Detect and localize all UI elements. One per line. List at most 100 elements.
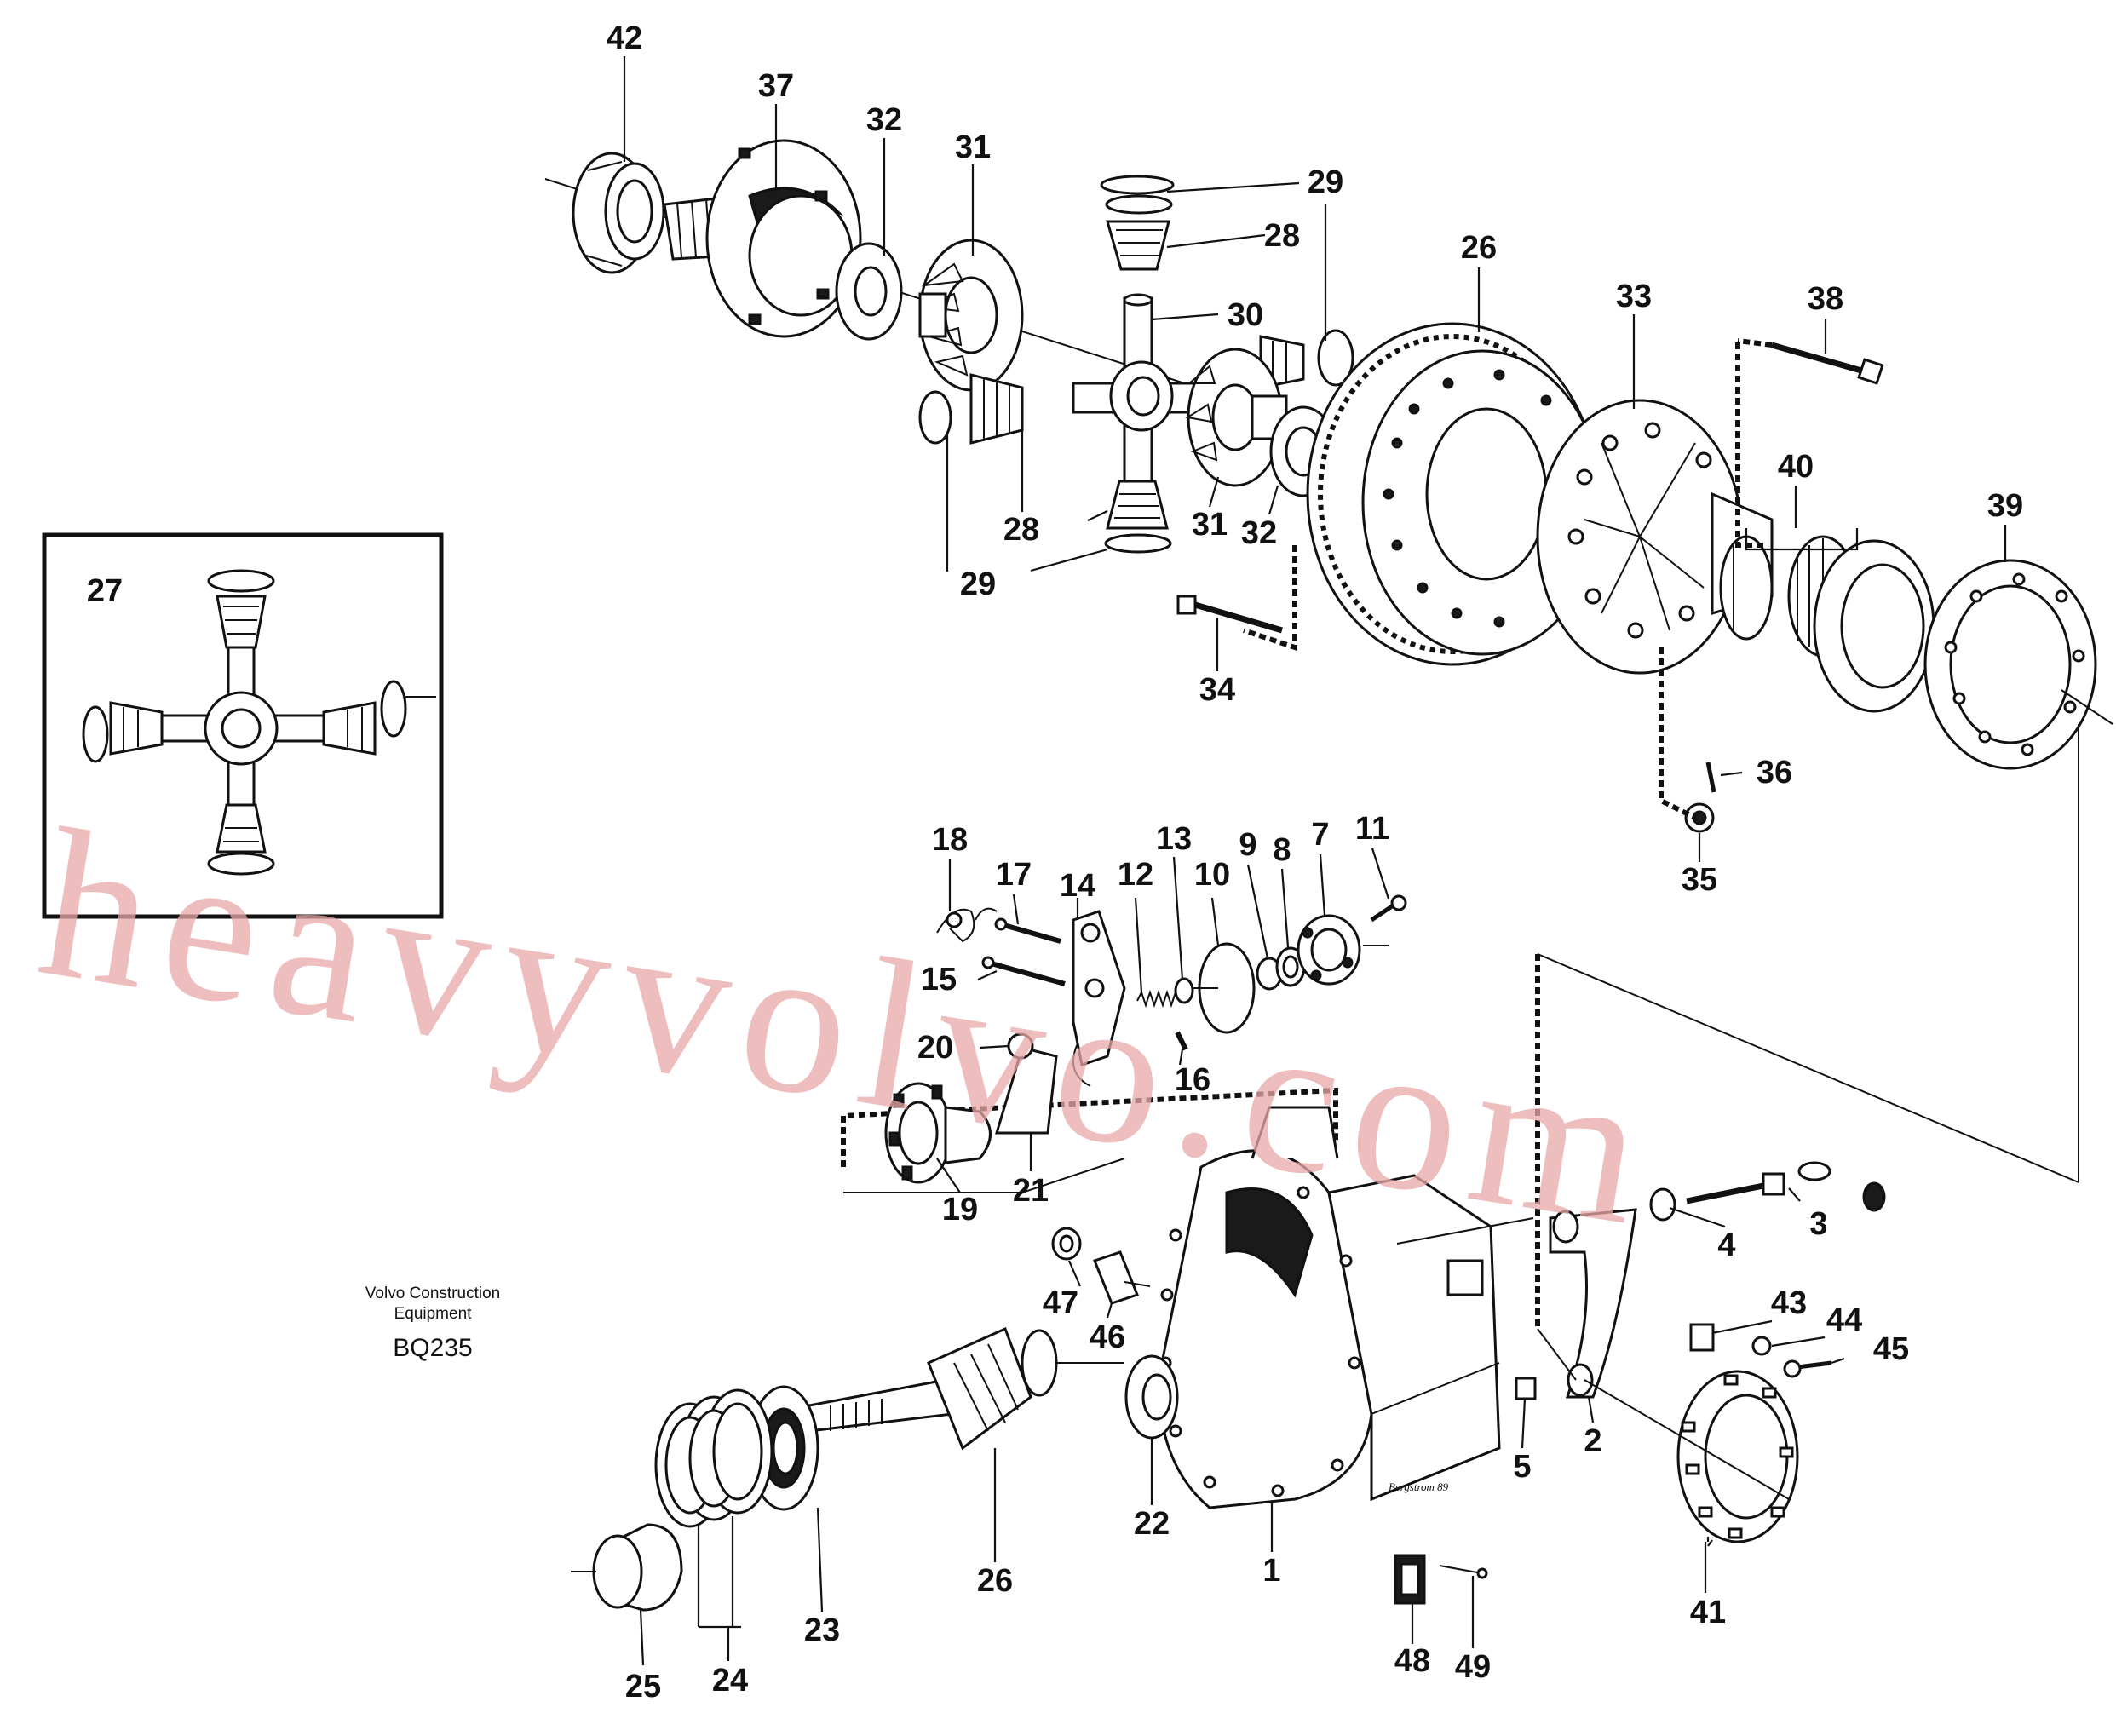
label-31b: 31 bbox=[1192, 507, 1228, 543]
label-29a: 29 bbox=[1308, 164, 1343, 200]
part-31-side-gear bbox=[918, 239, 1024, 392]
part-11-screw bbox=[1370, 894, 1407, 923]
part-37-diff-case-half bbox=[663, 139, 862, 338]
part-46-plug bbox=[1093, 1250, 1151, 1305]
label-45: 45 bbox=[1873, 1331, 1909, 1367]
label-17: 17 bbox=[996, 857, 1032, 893]
part-28-pinion-top bbox=[1100, 175, 1175, 271]
label-33: 33 bbox=[1616, 279, 1652, 314]
label-47: 47 bbox=[1043, 1285, 1078, 1321]
leader-lines bbox=[623, 56, 2007, 1666]
label-15: 15 bbox=[921, 962, 957, 997]
label-13: 13 bbox=[1156, 821, 1192, 857]
label-19: 19 bbox=[942, 1192, 978, 1227]
drawing-signature: Bergstrom 89 bbox=[1389, 1480, 1449, 1493]
label-10: 10 bbox=[1194, 857, 1230, 893]
label-8: 8 bbox=[1273, 832, 1291, 868]
label-44: 44 bbox=[1826, 1302, 1862, 1338]
label-5: 5 bbox=[1513, 1449, 1531, 1485]
differential-lower-assembly: Bergstrom 89 bbox=[571, 953, 2079, 1612]
label-1: 1 bbox=[1262, 1553, 1280, 1589]
label-24: 24 bbox=[712, 1663, 748, 1699]
label-22: 22 bbox=[1134, 1506, 1170, 1542]
part-35-nut bbox=[1684, 802, 1715, 833]
label-23: 23 bbox=[804, 1612, 840, 1648]
part-12-spring bbox=[1136, 989, 1176, 1009]
part-19-shift-sleeve bbox=[884, 1082, 992, 1184]
part-28-pinion-left bbox=[918, 373, 1024, 445]
label-11: 11 bbox=[1355, 811, 1389, 847]
part-16-pin bbox=[1175, 1031, 1188, 1051]
label-29b: 29 bbox=[960, 566, 996, 602]
label-26b: 26 bbox=[977, 1563, 1013, 1599]
callout-numbers: 42 37 32 31 29 28 30 26 33 38 40 39 28 3… bbox=[607, 20, 2023, 1704]
label-49: 49 bbox=[1455, 1649, 1491, 1685]
label-39: 39 bbox=[1987, 488, 2023, 524]
label-14: 14 bbox=[1060, 868, 1095, 904]
part-1-axle-housing bbox=[1157, 1106, 1501, 1509]
part-15-pin bbox=[981, 956, 1066, 986]
label-21: 21 bbox=[1013, 1173, 1049, 1209]
part-10-diaphragm bbox=[1193, 942, 1256, 1034]
caption-line-1: Volvo Construction bbox=[365, 1285, 500, 1302]
label-28a: 28 bbox=[1264, 218, 1300, 254]
label-28b: 28 bbox=[1003, 512, 1039, 548]
label-inset: 27 bbox=[87, 573, 123, 609]
inset-spider-assembly: 27 bbox=[42, 532, 444, 919]
watermark: heavyvolvo.com bbox=[26, 785, 1671, 1273]
part-18-spring-clip bbox=[936, 907, 998, 943]
label-31a: 31 bbox=[955, 129, 991, 165]
label-7: 7 bbox=[1311, 817, 1329, 853]
part-3-bolt bbox=[1686, 1161, 1886, 1212]
label-42: 42 bbox=[607, 20, 642, 56]
diff-lock-mechanism bbox=[841, 894, 1407, 1193]
part-14-shift-fork bbox=[1072, 910, 1126, 1087]
part-26-drive-pinion bbox=[808, 1326, 1124, 1451]
part-33-diff-case bbox=[1536, 399, 1774, 675]
label-35: 35 bbox=[1682, 862, 1717, 898]
part-36-lock-pin bbox=[1705, 762, 1716, 793]
label-20: 20 bbox=[917, 1030, 953, 1066]
label-12: 12 bbox=[1118, 857, 1153, 893]
label-36: 36 bbox=[1757, 755, 1792, 790]
label-9: 9 bbox=[1239, 827, 1256, 863]
label-40: 40 bbox=[1778, 449, 1814, 485]
part-42-bearing bbox=[572, 152, 665, 274]
label-34: 34 bbox=[1199, 672, 1235, 708]
part-8-o-ring bbox=[1275, 946, 1306, 987]
part-13-washer bbox=[1174, 977, 1194, 1004]
part-43-lock-plate bbox=[1689, 1323, 1715, 1352]
label-30: 30 bbox=[1228, 297, 1263, 333]
part-30-spider bbox=[1072, 293, 1203, 496]
diagram-code: BQ235 bbox=[393, 1334, 472, 1362]
part-40-bearing bbox=[1787, 535, 1935, 713]
label-32b: 32 bbox=[1241, 515, 1277, 551]
part-44-washer bbox=[1751, 1336, 1772, 1356]
label-26a: 26 bbox=[1461, 230, 1497, 266]
part-22-seal bbox=[1124, 1354, 1179, 1440]
label-16: 16 bbox=[1175, 1062, 1210, 1098]
part-5-dowel bbox=[1515, 1377, 1537, 1400]
part-48-plate bbox=[1394, 1554, 1426, 1605]
label-25: 25 bbox=[625, 1669, 661, 1704]
part-38-bolt bbox=[1737, 338, 1884, 385]
part-49-rivet bbox=[1439, 1565, 1488, 1579]
part-45-screw bbox=[1783, 1359, 1832, 1378]
part-39-adjusting-ring bbox=[1923, 559, 2097, 770]
label-3: 3 bbox=[1809, 1206, 1827, 1242]
label-48: 48 bbox=[1394, 1643, 1430, 1679]
label-37: 37 bbox=[758, 68, 794, 104]
part-2-bearing-cap bbox=[1549, 1208, 1637, 1399]
label-2: 2 bbox=[1584, 1423, 1601, 1459]
part-32-thrust-washer bbox=[835, 242, 903, 341]
label-18: 18 bbox=[932, 822, 968, 858]
label-32a: 32 bbox=[866, 102, 902, 138]
label-41: 41 bbox=[1690, 1595, 1726, 1630]
differential-upper-assembly bbox=[544, 139, 2113, 1182]
part-28-pinion-bottom bbox=[1104, 480, 1172, 554]
label-46: 46 bbox=[1090, 1319, 1125, 1355]
label-38: 38 bbox=[1808, 281, 1843, 317]
label-43: 43 bbox=[1771, 1285, 1807, 1321]
part-47-washer bbox=[1051, 1227, 1082, 1261]
